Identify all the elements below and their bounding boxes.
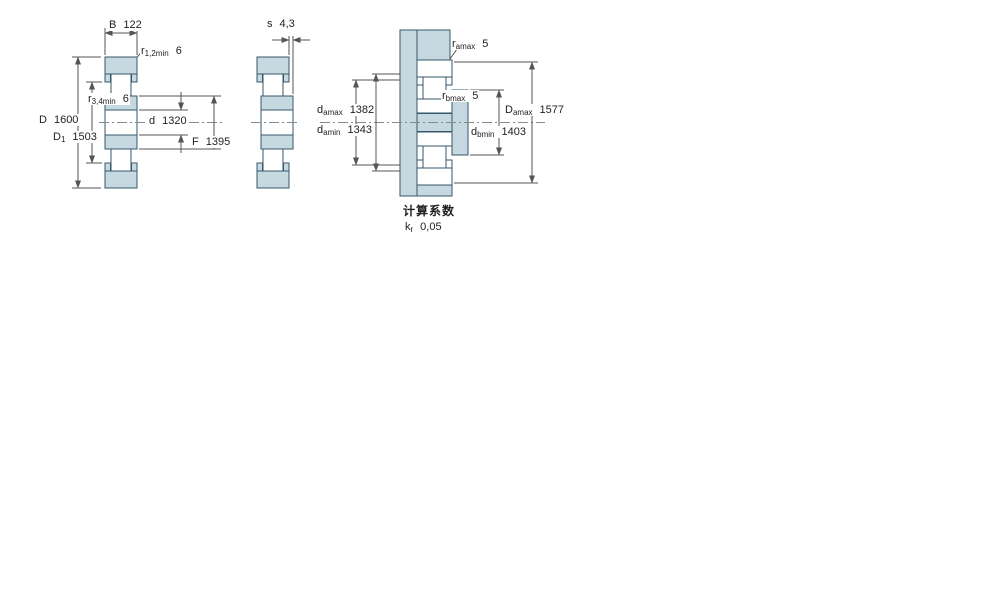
outer-ring-flange xyxy=(131,162,138,172)
shaft-shoulder-section xyxy=(416,184,453,197)
outer-ring-flange xyxy=(256,73,263,83)
inner-ring-top-section xyxy=(416,98,453,114)
outer-ring-flange xyxy=(283,73,290,83)
adjacent-wall-section xyxy=(399,29,418,197)
outer-ring-flange xyxy=(416,76,424,86)
calculation-factors-heading: 计算系数 xyxy=(402,204,457,218)
housing-shoulder-section xyxy=(416,29,451,61)
outer-ring-top-section xyxy=(256,56,290,75)
outer-ring-bottom-section xyxy=(104,170,138,189)
roller-bottom xyxy=(110,148,132,172)
outer-ring-top-section xyxy=(104,56,138,75)
outer-ring-flange xyxy=(445,159,453,169)
outer-ring-bottom-section xyxy=(256,170,290,189)
outer-ring-top-section xyxy=(416,59,453,78)
outer-ring-flange xyxy=(256,162,263,172)
inner-ring-bottom-section xyxy=(416,131,453,147)
roller-bottom xyxy=(262,148,284,172)
outer-ring-flange xyxy=(104,73,111,83)
middle-axial-displacement-view xyxy=(251,56,299,189)
inner-ring-bottom-section xyxy=(104,134,138,150)
outer-ring-flange xyxy=(283,162,290,172)
roller-bottom xyxy=(422,145,447,169)
roller-top xyxy=(262,73,284,97)
right-abutment-view xyxy=(320,29,545,197)
outer-ring-flange xyxy=(416,159,424,169)
outer-ring-flange xyxy=(131,73,138,83)
inner-ring-bottom-section xyxy=(260,134,294,150)
outer-ring-bottom-section xyxy=(416,167,453,186)
outer-ring-flange xyxy=(104,162,111,172)
inner-ring-top-section xyxy=(260,95,294,111)
outer-ring-flange xyxy=(445,76,453,86)
